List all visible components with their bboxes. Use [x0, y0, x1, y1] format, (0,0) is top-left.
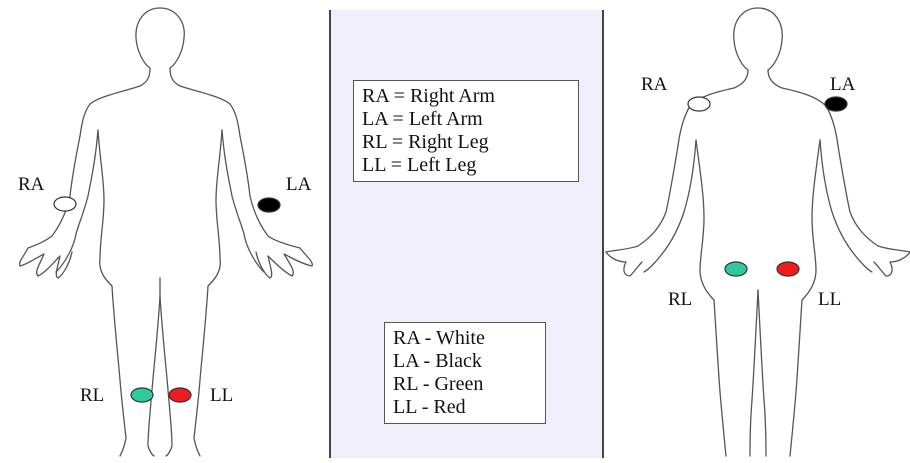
left-ll-dot — [169, 388, 191, 402]
abbreviation-legend: RA = Right Arm LA = Left Arm RL = Right … — [353, 80, 579, 182]
right-ll-electrode: LL — [777, 262, 841, 310]
right-body-diagram: RA LA RL LL — [604, 0, 910, 458]
right-ll-label: LL — [818, 289, 841, 310]
color-legend: RA - White LA - Black RL - Green LL - Re… — [384, 322, 546, 424]
left-la-label: LA — [286, 174, 312, 195]
color-rl: RL - Green — [393, 373, 537, 396]
right-ra-dot — [688, 97, 710, 111]
left-ll-electrode: LL — [169, 385, 233, 406]
right-la-dot — [825, 97, 847, 111]
color-la: LA - Black — [393, 350, 537, 373]
right-rl-label: RL — [668, 289, 692, 310]
left-la-dot — [258, 198, 280, 212]
left-body-diagram: RA LA RL LL — [0, 0, 329, 458]
abbrev-la: LA = Left Arm — [362, 108, 570, 131]
left-rl-electrode: RL — [80, 385, 153, 406]
color-ra: RA - White — [393, 327, 537, 350]
left-ll-label: LL — [210, 385, 233, 406]
abbrev-ll: LL = Left Leg — [362, 154, 570, 177]
left-rl-dot — [131, 388, 153, 402]
left-rl-label: RL — [80, 385, 104, 406]
right-la-electrode: LA — [825, 74, 856, 111]
left-body-figure: RA LA RL LL — [0, 0, 329, 458]
right-body-figure: RA LA RL LL — [604, 0, 910, 458]
legend-panel: RA = Right Arm LA = Left Arm RL = Right … — [329, 10, 604, 458]
right-ra-electrode: RA — [641, 74, 710, 111]
right-ra-label: RA — [641, 74, 668, 95]
right-rl-electrode: RL — [668, 262, 747, 310]
abbrev-rl: RL = Right Leg — [362, 131, 570, 154]
left-ra-electrode: RA — [18, 174, 76, 211]
right-ll-dot — [777, 262, 799, 276]
right-la-label: LA — [830, 74, 856, 95]
right-rl-dot — [725, 262, 747, 276]
left-ra-label: RA — [18, 174, 45, 195]
left-body-outline — [20, 8, 313, 456]
left-ra-dot — [54, 197, 76, 211]
left-la-electrode: LA — [258, 174, 312, 212]
abbrev-ra: RA = Right Arm — [362, 85, 570, 108]
color-ll: LL - Red — [393, 396, 537, 419]
